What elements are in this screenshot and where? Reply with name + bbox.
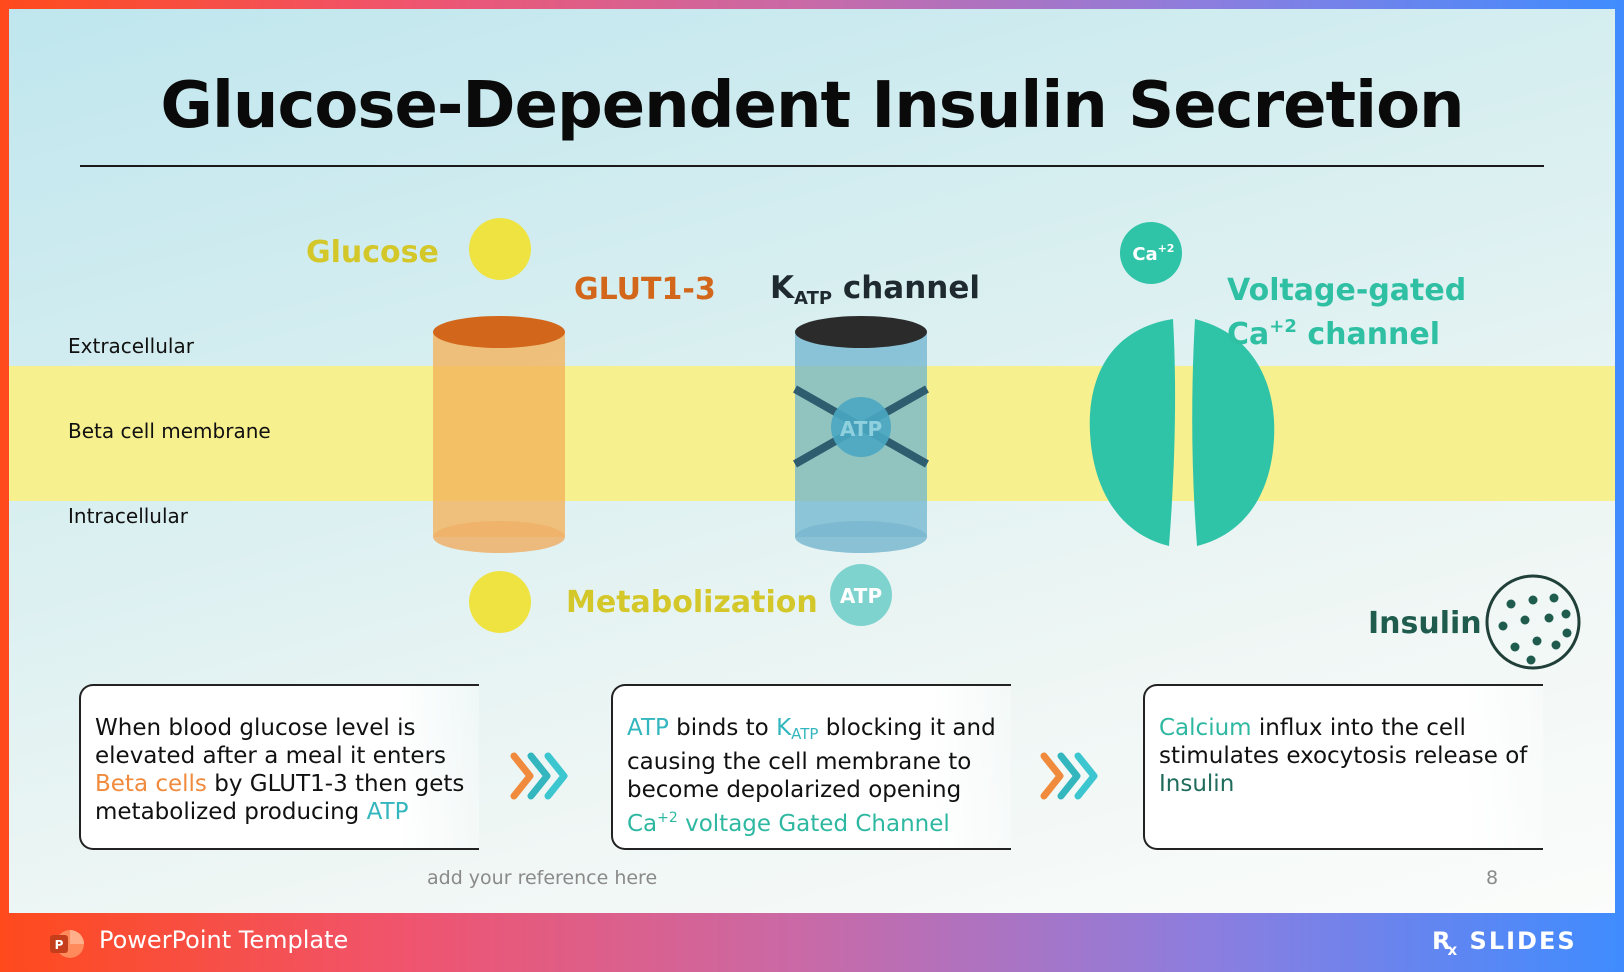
extracellular-label: Extracellular [68, 334, 194, 358]
atp-molecule-label: ATP [840, 584, 882, 608]
pathway-diagram: ATP ATP Ca +2 [433, 218, 1581, 800]
page-number: 8 [1486, 867, 1499, 889]
glucose-label: Glucose [306, 235, 439, 270]
chevron-right-icon [510, 752, 568, 800]
step-1-textbox: When blood glucose level is elevated aft… [79, 684, 479, 850]
rx-slides-logo: Rx SLIDES [1432, 927, 1577, 959]
glucose-molecule-top [469, 218, 531, 280]
katp-channel-label: KATP channel [770, 270, 980, 309]
step-3-textbox: Calcium influx into the cell stimulates … [1143, 684, 1543, 850]
calcium-ion-charge: +2 [1158, 242, 1175, 255]
voltage-gated-ca-channel [1089, 319, 1275, 546]
template-label: PowerPoint Template [99, 926, 349, 954]
step-2-textbox: ATP binds to KATP blocking it and causin… [611, 684, 1011, 850]
atp-blocker-label: ATP [840, 417, 882, 441]
slide-title: Glucose-Dependent Insulin Secretion [160, 69, 1464, 143]
katp-channel [793, 316, 929, 553]
glut-label: GLUT1-3 [574, 272, 716, 307]
svg-text:P: P [55, 938, 64, 952]
atp-molecule [830, 564, 892, 626]
insulin-label: Insulin [1368, 606, 1482, 641]
reference-note: add your reference here [427, 867, 658, 889]
chevron-right-icon [1040, 752, 1098, 800]
voltage-gated-channel-label: Voltage-gated Ca+2 channel [1227, 273, 1467, 352]
title-divider [80, 165, 1544, 167]
intracellular-label: Intracellular [68, 504, 189, 528]
slide: Glucose-Dependent Insulin Secretion Extr… [9, 9, 1615, 913]
powerpoint-icon: P [50, 930, 84, 958]
calcium-ion-label: Ca [1132, 244, 1157, 265]
glucose-molecule-bottom [469, 571, 531, 633]
membrane-label: Beta cell membrane [68, 419, 271, 443]
glut-transporter [433, 316, 565, 553]
metabolization-label: Metabolization [566, 585, 818, 620]
calcium-ion [1120, 222, 1182, 284]
insulin-granule-icon [1485, 574, 1581, 670]
